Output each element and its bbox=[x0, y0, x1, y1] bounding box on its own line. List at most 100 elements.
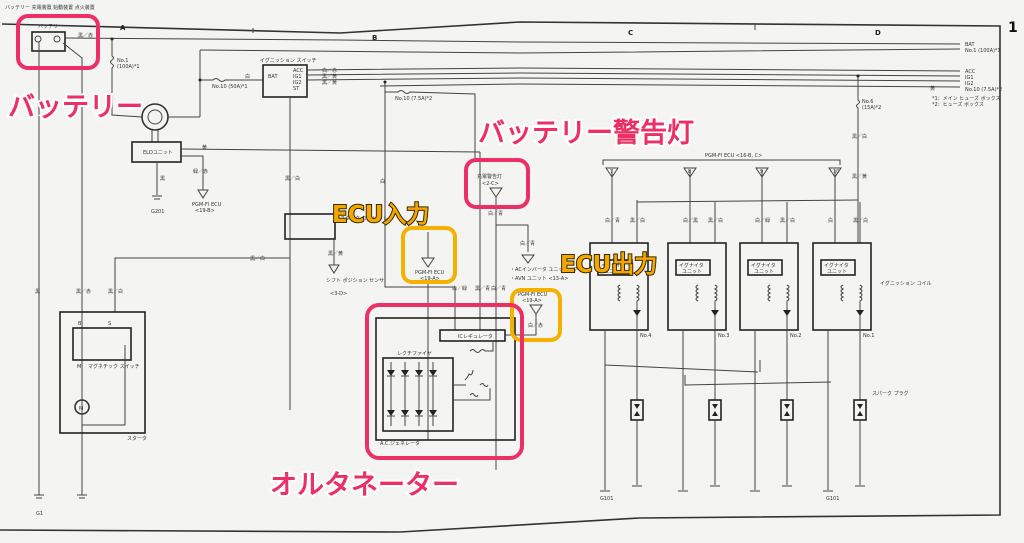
svg-text:<2-C>: <2-C> bbox=[482, 181, 499, 187]
ecu-19b-label: PGM-FI ECU bbox=[192, 202, 222, 208]
igniter-label: イグナイタ bbox=[679, 262, 704, 269]
svg-text:<19-A>: <19-A> bbox=[420, 276, 440, 282]
spark-plug-icon bbox=[780, 399, 794, 421]
ecu-output-highlight bbox=[510, 288, 562, 342]
diode-icon bbox=[401, 410, 409, 416]
svg-text:B: B bbox=[78, 321, 82, 327]
connector-triangle-icon bbox=[828, 167, 842, 178]
diode-icon bbox=[415, 410, 423, 416]
annotation-alternator: オルタネーター bbox=[270, 470, 459, 501]
column-label-d: D bbox=[875, 29, 881, 37]
bus-label-no1: No.1 (100A)*1 bbox=[965, 48, 1001, 54]
svg-text:M: M bbox=[77, 364, 81, 370]
ground-icon bbox=[34, 494, 87, 499]
fuse-no6-label: No.6 bbox=[862, 99, 873, 105]
wire-label: 黒／黄 bbox=[322, 79, 337, 86]
diode-icon bbox=[387, 410, 395, 416]
ground-label: G201 bbox=[151, 209, 164, 215]
wire-label: 白／緑 bbox=[755, 217, 770, 224]
annotation-warning-lamp: バッテリー警告灯 bbox=[478, 118, 694, 149]
igniter-label: ユニット bbox=[604, 269, 624, 275]
ecu-pin-label: 10 bbox=[833, 169, 839, 175]
wire-label: 黒／白 bbox=[250, 255, 265, 262]
annotation-ecu-input: ECU入力 bbox=[332, 202, 429, 228]
spark-plug-label: スパーク プラグ bbox=[872, 390, 909, 397]
footnote: *1：メイン ヒューズ ボックス bbox=[932, 95, 1000, 102]
diode-icon bbox=[429, 370, 437, 376]
page-number: 1 bbox=[1008, 20, 1018, 36]
ecu-input-highlight bbox=[401, 226, 457, 284]
annotation-battery: バッテリー bbox=[8, 92, 143, 123]
alternator: ICレギュレータ レクチファイヤ A.C.ジェネレータ bbox=[375, 317, 516, 447]
ignition-coil-3: 9白／緑黒／白イグナイタユニットNo.2 bbox=[739, 167, 801, 492]
diode-icon bbox=[783, 310, 791, 316]
svg-text:(100A)*1: (100A)*1 bbox=[117, 64, 140, 70]
igniter-label: ユニット bbox=[754, 269, 774, 275]
ic-regulator bbox=[439, 329, 506, 342]
diode-icon bbox=[711, 310, 719, 316]
svg-text:No.1: No.1 bbox=[117, 58, 128, 64]
svg-text:BAT: BAT bbox=[268, 74, 278, 80]
svg-text:スタータ カット リレー: スタータ カット リレー bbox=[340, 215, 393, 222]
wire-label: 黒／白 bbox=[630, 217, 645, 224]
alternator-highlight bbox=[365, 303, 524, 460]
igniter-label: イグナイタ bbox=[601, 262, 626, 269]
bus-label-ig1: IG1 bbox=[965, 75, 974, 81]
svg-text:<3-D>: <3-D> bbox=[330, 291, 347, 297]
coil-number: No.1 bbox=[863, 333, 874, 339]
ecu-pin-label: 8 bbox=[688, 169, 691, 175]
bus-label-no10: No.10 (7.5A)*2 bbox=[965, 87, 1002, 93]
rectifier bbox=[382, 357, 454, 432]
ignition-switch[interactable]: BAT ACC IG1 IG2 ST bbox=[262, 64, 308, 98]
wire-label: 黒／白 bbox=[108, 288, 123, 295]
spark-plug-icon bbox=[708, 399, 722, 421]
coil-number: No.3 bbox=[718, 333, 729, 339]
column-label-a: A bbox=[120, 24, 126, 32]
annotation-ecu-output: ECU出力 bbox=[560, 252, 657, 278]
connector-triangle-icon bbox=[197, 189, 209, 199]
bat-bus-line bbox=[64, 37, 961, 45]
ignition-coil-2: 8白／黒黒／白イグナイタユニットNo.3 bbox=[667, 167, 729, 492]
starter-cut-relay: スタータ カット リレー 黒／黄 シフト ポジション センサ <3-D> bbox=[114, 213, 393, 312]
svg-text:A.C.ジェネレータ: A.C.ジェネレータ bbox=[380, 440, 420, 447]
diode-icon bbox=[856, 310, 864, 316]
ground-label: G101 bbox=[600, 496, 613, 502]
svg-text:IG2: IG2 bbox=[293, 80, 302, 86]
coil-number: No.2 bbox=[790, 333, 801, 339]
connector-triangle-icon bbox=[683, 167, 697, 178]
svg-text:<19-A>: <19-A> bbox=[522, 298, 542, 304]
page-header-title: バッテリー 充電装置 始動装置 点火装置 bbox=[5, 4, 95, 11]
wire-label: 白／青 bbox=[488, 210, 503, 217]
svg-text:PGM-FI ECU: PGM-FI ECU bbox=[415, 270, 445, 276]
ecu-pin-label: 7 bbox=[610, 169, 613, 175]
wire-label: 白 bbox=[380, 178, 385, 185]
bus-label-acc: ACC bbox=[965, 69, 976, 75]
eld-unit-label: ELDユニット bbox=[143, 150, 173, 156]
wire-label: 白／青 bbox=[605, 217, 620, 224]
svg-text:PGM-FI ECU: PGM-FI ECU bbox=[518, 292, 548, 298]
svg-text:ICレギュレータ: ICレギュレータ bbox=[458, 333, 493, 340]
footnote: *2：ヒューズ ボックス bbox=[932, 101, 984, 108]
fuse-no1: No.1 (100A)*1 bbox=[110, 39, 143, 118]
ground-g201-icon bbox=[152, 195, 162, 200]
wire-label: 白／青 bbox=[520, 240, 535, 247]
svg-text:黒／黄: 黒／黄 bbox=[328, 250, 343, 257]
igniter-label: ユニット bbox=[827, 269, 847, 275]
wire-label: 白 bbox=[245, 73, 250, 80]
wire-label: 黒／黄 bbox=[322, 73, 337, 80]
ground-label: G101 bbox=[826, 496, 839, 502]
coil-number: No.4 bbox=[640, 333, 651, 339]
wire-label: 白／赤 bbox=[322, 67, 337, 74]
svg-text:S: S bbox=[108, 321, 111, 327]
svg-text:IG1: IG1 bbox=[293, 74, 302, 80]
charge-warning-lamp: 充電警告灯 <2-C> bbox=[477, 173, 503, 470]
spark-plug-icon bbox=[630, 399, 644, 421]
svg-text:マグネチック スイッチ: マグネチック スイッチ bbox=[88, 363, 140, 370]
ignition-switch-label: イグニッション スイッチ bbox=[260, 57, 317, 64]
connector-triangle-icon bbox=[605, 167, 619, 178]
fuse-no6 bbox=[856, 76, 860, 243]
fuse-no10-50-label: No.10 (50A)*1 bbox=[212, 84, 248, 90]
wire-label: 白／黒 bbox=[683, 217, 698, 224]
